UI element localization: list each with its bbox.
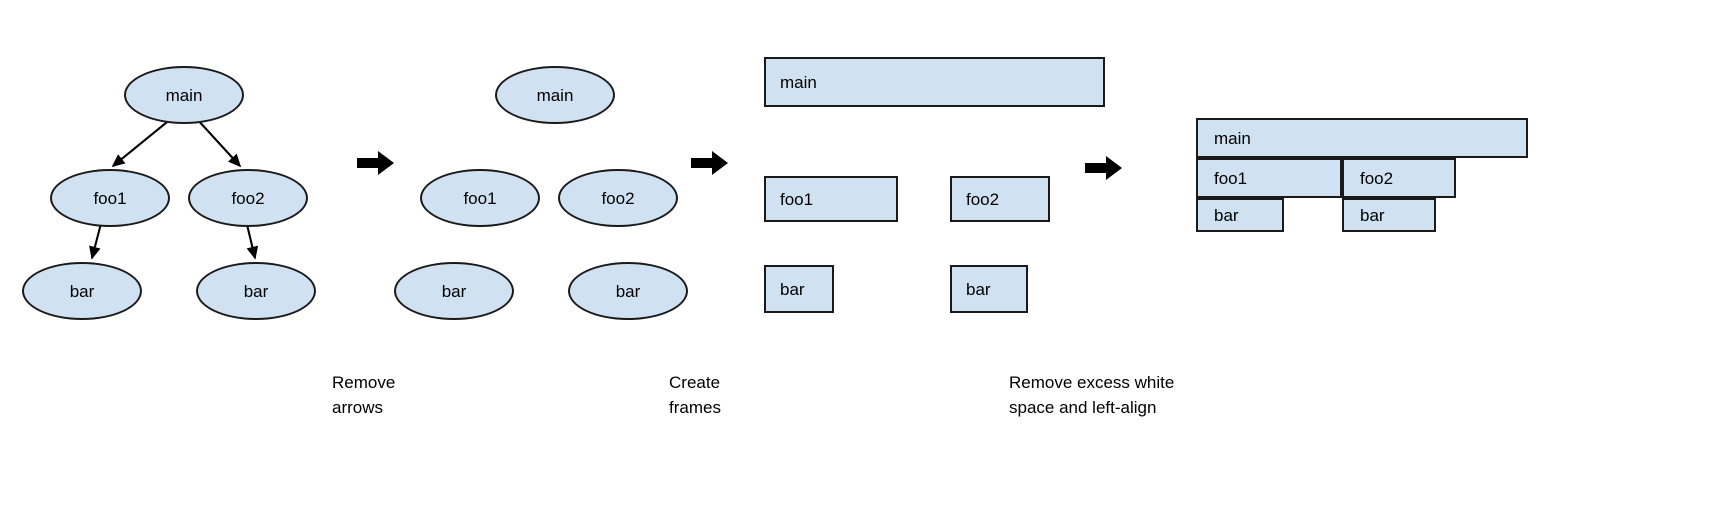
- call-tree-node-foo1[interactable]: foo1: [50, 169, 170, 227]
- no-arrows-node-bar[interactable]: bar: [568, 262, 688, 320]
- caption-create-frames: Create frames: [669, 373, 721, 417]
- flame-graph-node-main[interactable]: main: [1196, 118, 1528, 158]
- frames-node-main[interactable]: main: [764, 57, 1105, 107]
- call-tree-node-bar[interactable]: bar: [22, 262, 142, 320]
- frames-node-foo1[interactable]: foo1: [764, 176, 898, 222]
- frames-node-bar[interactable]: bar: [764, 265, 834, 313]
- caption-remove-whitespace: Remove excess white space and left-align: [1009, 373, 1175, 417]
- call-tree-node-main[interactable]: main: [124, 66, 244, 124]
- call-tree-node-foo2[interactable]: foo2: [188, 169, 308, 227]
- arrow-2-icon: [691, 150, 729, 176]
- no-arrows-node-foo2[interactable]: foo2: [558, 169, 678, 227]
- frames-node-bar[interactable]: bar: [950, 265, 1028, 313]
- no-arrows-node-bar[interactable]: bar: [394, 262, 514, 320]
- caption-remove-arrows: Remove arrows: [332, 373, 396, 417]
- flame-graph-node-foo2[interactable]: foo2: [1342, 158, 1456, 198]
- tree-arrow-main-to-foo1: [111, 117, 173, 168]
- flame-graph-node-foo1[interactable]: foo1: [1196, 158, 1342, 198]
- flame-graph-node-bar[interactable]: bar: [1342, 198, 1436, 232]
- flame-graph-node-bar[interactable]: bar: [1196, 198, 1284, 232]
- arrow-1-icon: [357, 150, 395, 176]
- no-arrows-node-main[interactable]: main: [495, 66, 615, 124]
- tree-arrow-main-to-foo2: [195, 117, 242, 168]
- arrow-3-icon: [1085, 155, 1123, 181]
- frames-node-foo2[interactable]: foo2: [950, 176, 1050, 222]
- call-tree-node-bar[interactable]: bar: [196, 262, 316, 320]
- no-arrows-node-foo1[interactable]: foo1: [420, 169, 540, 227]
